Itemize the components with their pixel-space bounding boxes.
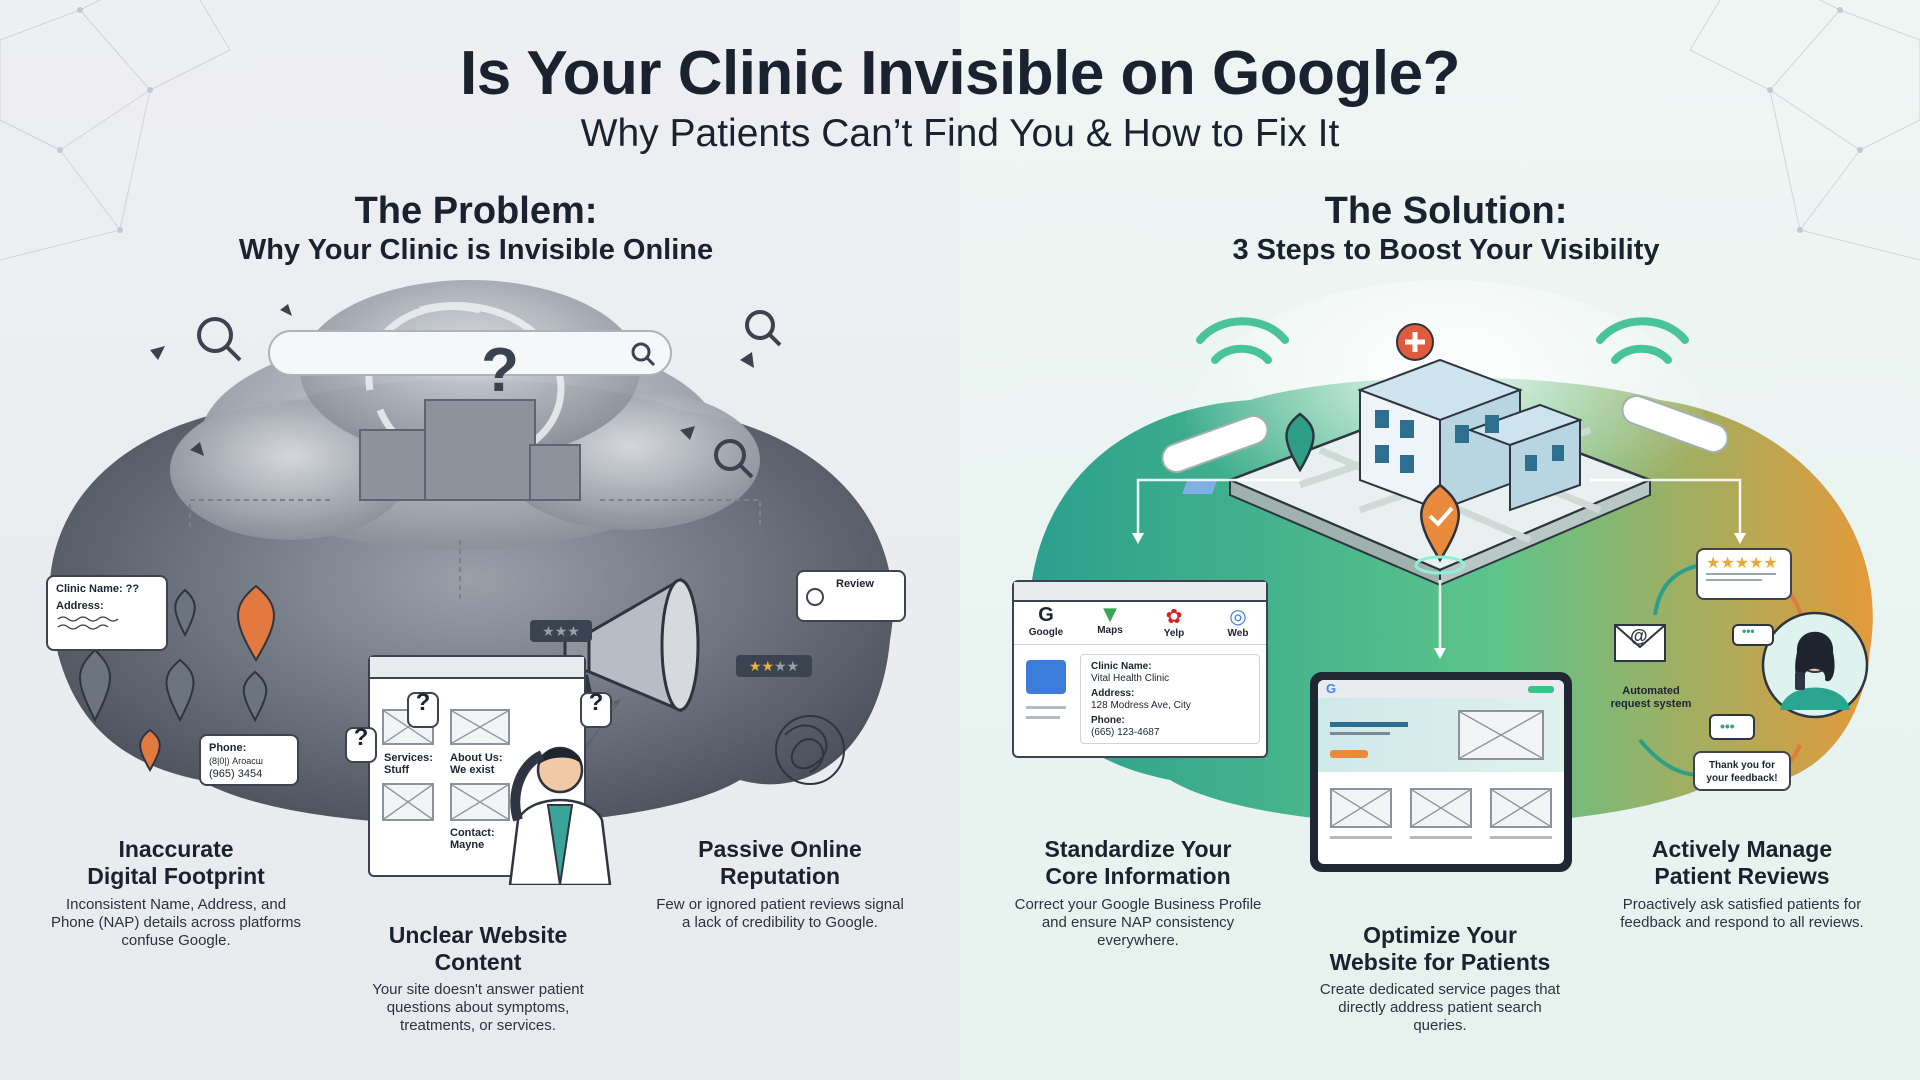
chat-dots: •••	[1720, 718, 1735, 734]
solution-card-title: Standardize Your Core Information	[1044, 836, 1232, 889]
scribble-lines	[57, 616, 119, 630]
svg-text:★★★: ★★★	[542, 624, 580, 640]
main-subtitle: Why Patients Can’t Find You & How to Fix…	[580, 112, 1340, 155]
clinic-name-value: Vital Health Clinic	[1091, 673, 1170, 684]
avatar-icon	[806, 588, 824, 606]
address-value: 128 Modress Ave, City	[1091, 700, 1191, 711]
problem-card-title: Passive Online Reputation	[698, 836, 862, 889]
clinic-name-label: Clinic Name: ??	[56, 583, 140, 595]
review-label: Review	[836, 578, 874, 590]
problem-card-desc: Few or ignored patient reviews signal a …	[656, 896, 904, 931]
debris-icon	[150, 304, 754, 456]
phone-value: (665) 123-4687	[1091, 727, 1160, 738]
problem-subtitle: Why Your Clinic is Invisible Online	[238, 234, 714, 266]
faded-clinic-icon	[359, 399, 581, 501]
clinic-building-icon	[1357, 323, 1583, 512]
solution-card-desc: Correct your Google Business Profile and…	[1014, 896, 1262, 949]
problem-card-title: Inaccurate Digital Footprint	[87, 836, 265, 889]
network-decoration	[0, 0, 1920, 261]
solution-subtitle: 3 Steps to Boost Your Visibility	[1232, 234, 1660, 266]
platform-web[interactable]: ◎ Web	[1206, 604, 1270, 639]
search-icon	[631, 342, 656, 367]
solution-card-title: Actively Manage Patient Reviews	[1651, 836, 1833, 889]
content-tile	[450, 709, 510, 745]
hero-image	[1458, 710, 1544, 760]
problem-title: The Problem:	[354, 190, 598, 232]
google-logo: G	[1326, 681, 1337, 696]
question-bubble: ?	[580, 691, 612, 728]
platform-maps[interactable]: ▼ Maps	[1078, 604, 1142, 636]
solution-card-desc: Create dedicated service pages that dire…	[1319, 981, 1561, 1034]
low-rating-badge: ★★★ ★★★★	[530, 620, 812, 677]
thank-you-bubble: Thank you for your feedback!	[1693, 751, 1791, 791]
chat-dots: •••	[1742, 624, 1755, 638]
svg-text:★★★★: ★★★★	[749, 659, 799, 675]
listings-browser: G Google ▼ Maps ✿ Yelp ◎ Web Clinic Name…	[1012, 580, 1268, 758]
problem-arrows	[189, 499, 761, 600]
maps-pin-icon: ▼	[1103, 604, 1117, 625]
solution-title: The Solution:	[1324, 190, 1568, 232]
google-icon: G	[1038, 604, 1054, 626]
content-tile	[382, 783, 434, 821]
solution-card-desc: Proactively ask satisfied patients for f…	[1620, 896, 1864, 931]
phone-number: (965) 3454	[209, 768, 263, 780]
email-glyph: @	[1630, 626, 1648, 646]
main-title: Is Your Clinic Invisible on Google?	[460, 39, 1460, 108]
address-label: Address:	[56, 600, 104, 612]
solution-card-title: Optimize Your Website for Patients	[1329, 922, 1551, 975]
chat-bubble-icon	[1709, 624, 1774, 740]
email-icon	[1614, 624, 1666, 662]
search-bar	[268, 330, 672, 376]
cta-button[interactable]	[1330, 750, 1368, 758]
phone-garbled: (8|0|) Агоасш	[209, 756, 263, 766]
service-tile	[1410, 788, 1472, 828]
question-mark: ?	[481, 336, 519, 405]
signal-icon	[1196, 317, 1689, 364]
nap-bubble: Clinic Name: ?? Address:	[46, 575, 168, 651]
connector-arrows	[1136, 478, 1742, 650]
problem-illustration: ★★★ ★★★★	[49, 280, 894, 825]
question-bubble: ?	[407, 691, 439, 728]
content-tile	[450, 783, 510, 821]
contact-label: Contact: Mayne	[450, 827, 495, 851]
patient-avatar-icon	[1761, 611, 1869, 719]
mini-search-bar	[1161, 394, 1729, 474]
business-profile-card: Clinic Name: Vital Health Clinic Address…	[1080, 654, 1260, 744]
yelp-icon: ✿	[1165, 604, 1183, 628]
magnifier-icon	[197, 310, 782, 479]
platform-yelp[interactable]: ✿ Yelp	[1142, 604, 1206, 639]
about-label: About Us: We exist	[450, 752, 503, 776]
service-tile	[1330, 788, 1392, 828]
automated-system-label: Automated request system	[1610, 685, 1692, 710]
platform-row: G Google ▼ Maps ✿ Yelp ◎ Web	[1014, 602, 1266, 645]
question-bubble: ?	[345, 726, 377, 763]
phone-bubble: Phone: (8|0|) Агоасш (965) 3454	[199, 734, 299, 786]
browser-bar	[1014, 582, 1266, 602]
review-bubble: Review	[796, 570, 906, 622]
service-tile	[1490, 788, 1552, 828]
problem-card-title: Unclear Website Content	[388, 922, 568, 975]
services-label: Services: Stuff	[384, 752, 433, 776]
stars-rating: ★★★★★	[1706, 553, 1778, 572]
map-pin-icon	[1285, 412, 1315, 473]
map-pin-icon	[79, 584, 275, 772]
problem-card-desc: Your site doesn't answer patient questio…	[372, 981, 584, 1034]
tumbleweed-icon	[775, 715, 845, 785]
confused-doctor-icon	[508, 746, 612, 885]
phone-label: Phone:	[209, 742, 247, 754]
problem-card-desc: Inconsistent Name, Address, and Phone (N…	[50, 896, 302, 949]
browser-bar	[370, 657, 584, 679]
five-star-review-bubble: ★★★★★	[1696, 548, 1792, 600]
website-screen: G	[1318, 680, 1564, 864]
platform-google[interactable]: G Google	[1014, 604, 1078, 638]
storefront-icon	[1026, 660, 1066, 694]
globe-icon: ◎	[1229, 604, 1247, 628]
website-tablet: G	[1310, 672, 1572, 872]
